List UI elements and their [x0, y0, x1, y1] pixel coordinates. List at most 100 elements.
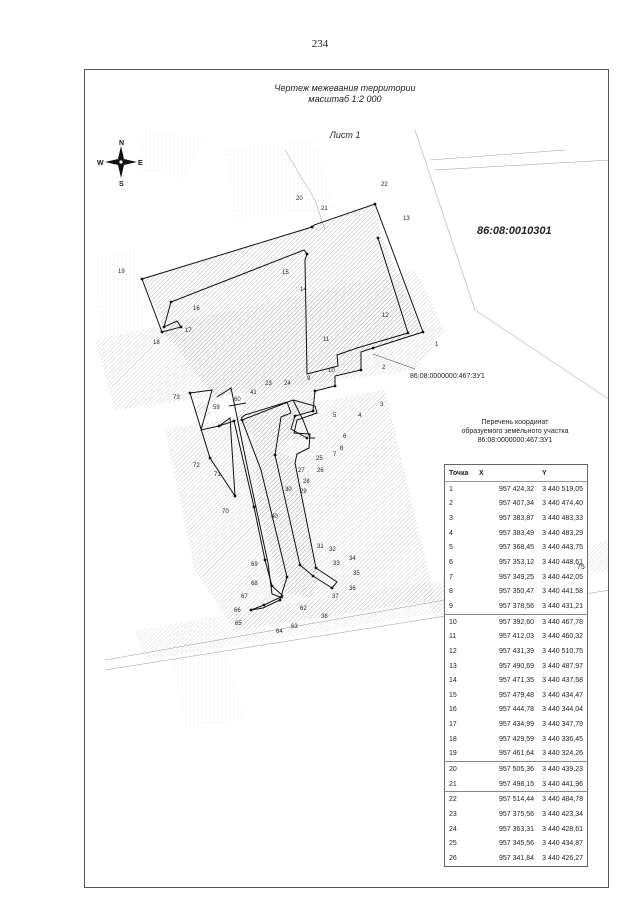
point-label: 26 — [317, 468, 324, 474]
cell-y: 3 440 487,97 — [542, 662, 583, 670]
cell-x: 957 407,34 — [498, 500, 534, 508]
point-label: 28 — [303, 479, 310, 485]
coords-list-title: Перечень координат образуемого земельног… — [440, 418, 590, 445]
cell-y: 3 440 519,05 — [542, 485, 583, 493]
cell-y: 3 440 431,21 — [542, 602, 583, 610]
point-label: 60 — [234, 397, 241, 403]
cell-x: 957 378,56 — [498, 602, 534, 610]
cell-y: 3 440 324,26 — [542, 750, 583, 758]
cell-x: 957 431,39 — [498, 647, 534, 655]
point-label: 31 — [317, 544, 324, 550]
cell-x: 957 498,15 — [498, 780, 534, 788]
cell-x: 957 383,87 — [498, 515, 534, 523]
coords-list-title-line3: 86:08:0000000:467:ЗУ1 — [477, 437, 553, 444]
point-label: 8 — [340, 446, 344, 452]
drawing-scale: масштаб 1:2 000 — [308, 94, 382, 104]
point-label: 6 — [343, 434, 347, 440]
parcel-label: 86:08:0000000:467:ЗУ1 — [410, 373, 485, 380]
point-label: 14 — [300, 287, 307, 293]
point-label: 24 — [284, 381, 291, 387]
cell-point: 22 — [444, 791, 475, 808]
cell-point: 6 — [449, 559, 453, 567]
point-label: 65 — [235, 621, 242, 627]
cell-x: 957 514,44 — [475, 791, 538, 808]
parcel-west-leg-inner — [216, 387, 284, 599]
point-label: 18 — [153, 340, 160, 346]
cell-point: 8 — [449, 588, 453, 596]
point-label: 3 — [380, 402, 384, 408]
cell-point: 3 — [449, 515, 453, 523]
table-header-row: Точка X Y — [444, 464, 588, 482]
point-label: 34 — [349, 556, 356, 562]
cell-y: 3 440 441,58 — [542, 588, 583, 596]
cell-x: 957 383,49 — [498, 529, 534, 537]
cell-y: 3 440 483,33 — [542, 515, 583, 523]
compass-rose-icon: N S E W — [97, 140, 143, 188]
cell-x: 957 424,32 — [498, 485, 534, 493]
cell-point: 16 — [449, 706, 457, 714]
cell-x: 957 392,60 — [475, 613, 538, 630]
point-label: 4 — [358, 413, 362, 419]
point-label: 70 — [222, 509, 229, 515]
cell-y: 3 440 426,27 — [542, 854, 583, 862]
point-label: 29 — [300, 489, 307, 495]
cell-x: 957 429,59 — [498, 735, 534, 743]
cell-x: 957 479,48 — [498, 691, 534, 699]
parcel-label-leader — [372, 353, 416, 370]
cell-x: 957 505,36 — [475, 761, 538, 777]
cell-y: 3 440 434,47 — [542, 691, 583, 699]
cell-y: 3 440 484,78 — [538, 791, 588, 808]
cell-point: 23 — [449, 810, 457, 818]
cell-y: 3 440 437,58 — [542, 677, 583, 685]
drawing-title: Чертеж межевания территории — [274, 83, 416, 93]
header-point: Точка — [444, 464, 475, 482]
point-label: 19 — [118, 269, 125, 275]
reference-lines — [104, 129, 608, 671]
cadastral-quarter-label: 86:08:0010301 — [477, 225, 552, 237]
cell-y: 3 440 510,75 — [542, 647, 583, 655]
cell-point: 26 — [449, 854, 457, 862]
point-label: 64 — [276, 629, 283, 635]
cell-y: 3 440 428,61 — [542, 825, 583, 833]
point-label: 27 — [298, 468, 305, 474]
cell-y: 3 440 344,04 — [542, 706, 583, 714]
drawing-frame: N S E W 1 2 3 4 5 6 7 8 9 10 11 12 13 14… — [84, 69, 609, 888]
page-number: 234 — [311, 38, 329, 50]
cell-point: 17 — [449, 721, 457, 729]
cell-y: 3 440 336,45 — [542, 735, 583, 743]
point-label: 10 — [328, 368, 335, 374]
point-label: 9 — [307, 376, 311, 382]
coords-list-title-line2: образуемого земельного участка — [461, 428, 569, 435]
cell-point: 21 — [449, 780, 457, 788]
cell-point: 1 — [449, 485, 453, 493]
cell-y: 3 440 347,79 — [542, 721, 583, 729]
cell-x: 957 349,25 — [498, 573, 534, 581]
parcel-west-leg — [189, 389, 236, 498]
point-label: 21 — [321, 206, 328, 212]
header-x: X — [475, 464, 538, 482]
point-label: 25 — [316, 456, 323, 462]
point-label: 1 — [435, 342, 439, 348]
cell-y: 3 440 474,40 — [542, 500, 583, 508]
cell-point: 25 — [449, 840, 457, 848]
compass-s: S — [119, 181, 124, 188]
cell-point: 24 — [449, 825, 457, 833]
cell-point: 20 — [444, 761, 475, 777]
point-label: 68 — [251, 581, 258, 587]
